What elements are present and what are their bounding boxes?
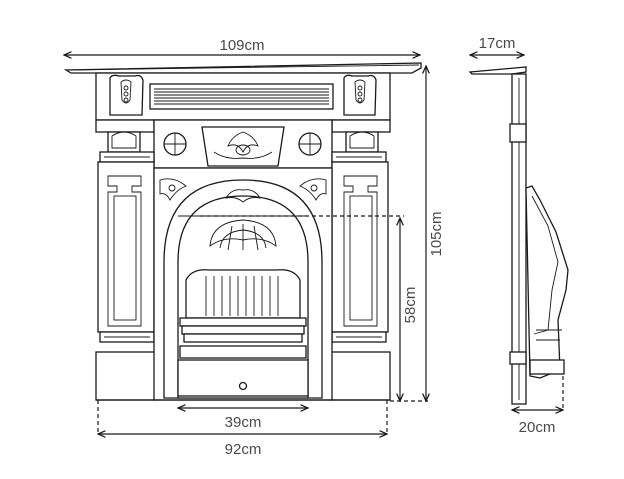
dimension-lines (64, 55, 563, 434)
left-bracket-ornament (95, 74, 155, 153)
grate-width-label: 39cm (225, 414, 262, 431)
width-base-label: 92cm (225, 441, 262, 458)
right-pilaster (329, 151, 391, 401)
opening-height-label: 58cm (402, 287, 419, 324)
side-view (468, 66, 569, 405)
center-ornament (153, 119, 333, 169)
right-bracket-ornament (331, 74, 391, 153)
height-label: 105cm (428, 211, 445, 256)
left-pilaster (95, 151, 157, 401)
fire-grate (177, 269, 309, 397)
depth-top-label: 17cm (479, 35, 516, 52)
width-top-label: 109cm (219, 37, 264, 54)
depth-base-label: 20cm (519, 419, 556, 436)
mantel-shelf (63, 62, 422, 74)
front-view (63, 62, 422, 401)
dimension-labels: 109cm 105cm 58cm 39cm 92cm 17cm 20cm (219, 35, 555, 458)
